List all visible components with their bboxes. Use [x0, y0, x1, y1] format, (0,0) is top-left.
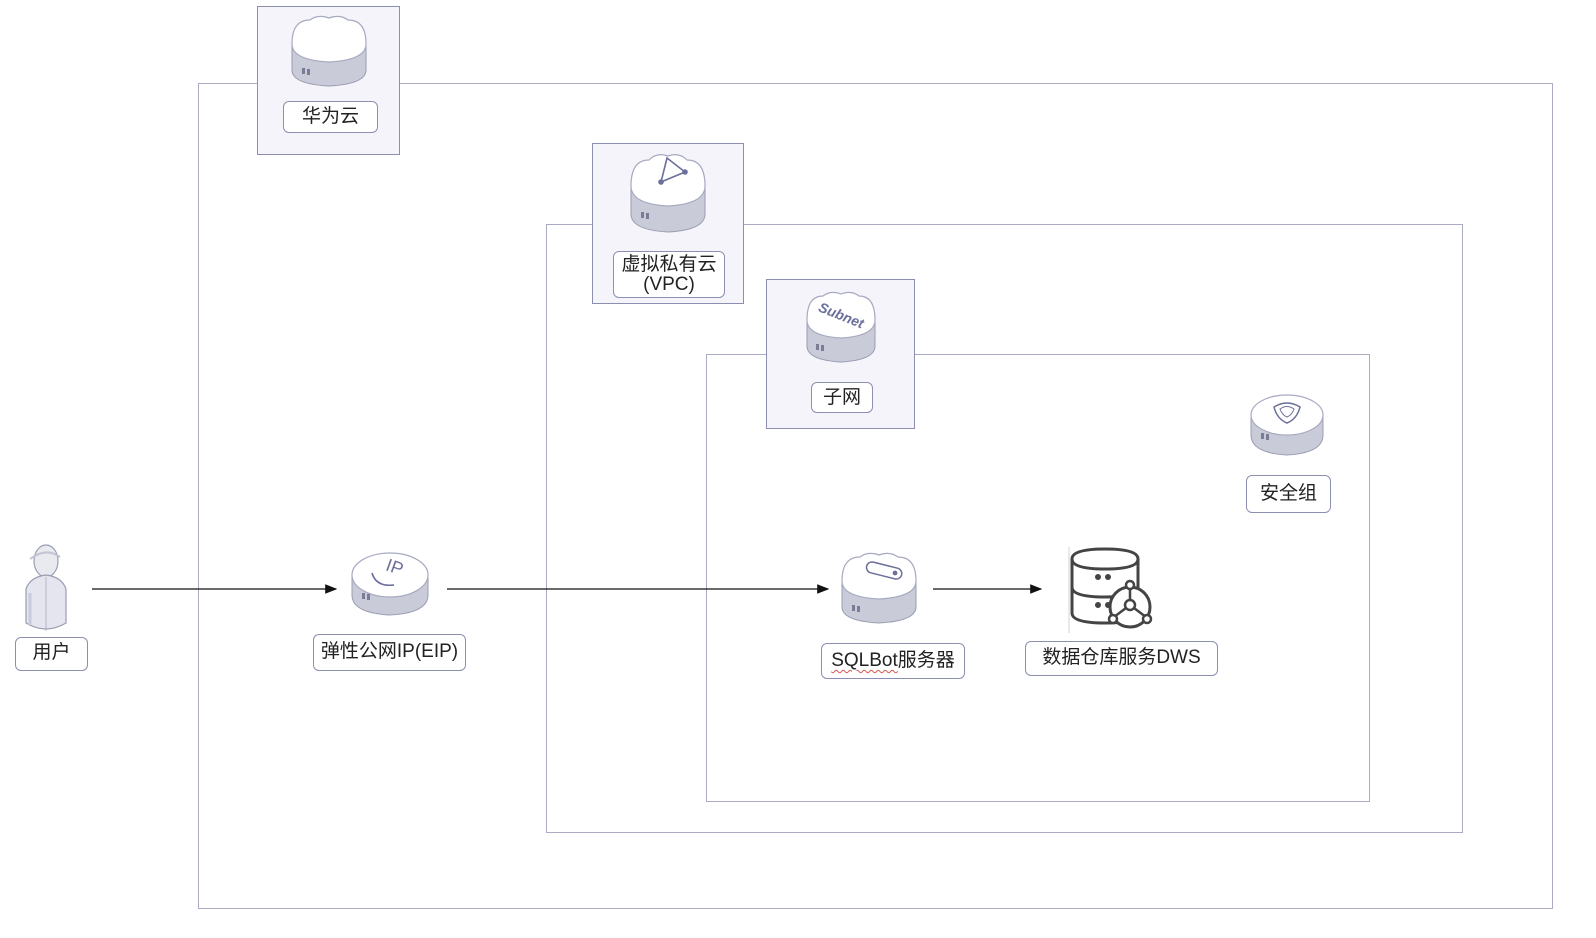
database-icon — [1068, 547, 1153, 633]
shield-icon — [1250, 394, 1324, 456]
eip-label: 弹性公网IP(EIP) — [313, 634, 466, 671]
sqlbot-label: SQLBot服务器 — [821, 643, 965, 679]
vpc-container — [546, 224, 1463, 833]
user-label: 用户 — [15, 637, 88, 671]
huawei-cloud-container — [198, 83, 1553, 909]
vpc-icon — [630, 154, 706, 233]
vpc-label-line2: (VPC) — [643, 274, 695, 295]
sqlbot-label-suffix: 服务器 — [897, 650, 955, 671]
eip-icon: IP — [351, 552, 429, 616]
eip-icon-text: IP — [383, 555, 406, 580]
cloud-icon — [291, 15, 367, 87]
dws-label: 数据仓库服务DWS — [1025, 641, 1218, 676]
vpc-label: 虚拟私有云 (VPC) — [613, 251, 725, 298]
subnet-container — [706, 354, 1370, 802]
security-group-label: 安全组 — [1246, 475, 1331, 513]
huawei-cloud-label: 华为云 — [283, 101, 378, 133]
sqlbot-label-main: SQLBot — [831, 650, 898, 671]
subnet-label: 子网 — [811, 382, 873, 413]
user-icon — [25, 544, 67, 631]
subnet-icon: Subnet — [806, 291, 876, 363]
vpc-label-line1: 虚拟私有云 — [621, 254, 717, 275]
server-cloud-icon — [841, 552, 917, 624]
